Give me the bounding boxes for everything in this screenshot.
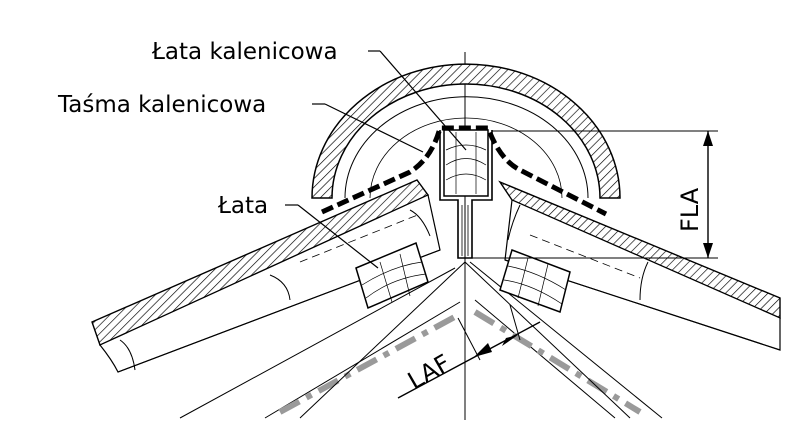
ridge-batten-block — [443, 129, 489, 197]
batten-label: Łata — [217, 193, 268, 219]
ridge-bracket — [439, 130, 493, 259]
fla-dimension — [472, 130, 718, 259]
right-underlay — [473, 309, 642, 415]
left-underlay — [278, 311, 462, 415]
ridge-batten-label: Łata kalenicowa — [151, 39, 338, 65]
left-batten — [355, 241, 429, 310]
left-roof-slope — [91, 179, 462, 419]
right-batten — [499, 249, 571, 313]
laf-dimension — [397, 304, 541, 399]
fla-label: FLA — [676, 187, 704, 232]
ridge-cap-shell — [311, 63, 621, 199]
ridge-batten — [439, 129, 493, 259]
ridge-cap — [311, 63, 621, 199]
right-roof-slope — [469, 180, 781, 419]
ridge-tape — [320, 125, 608, 217]
laf-label: LAF — [403, 349, 455, 395]
ridge-tape-label: Taśma kalenicowa — [57, 92, 266, 118]
